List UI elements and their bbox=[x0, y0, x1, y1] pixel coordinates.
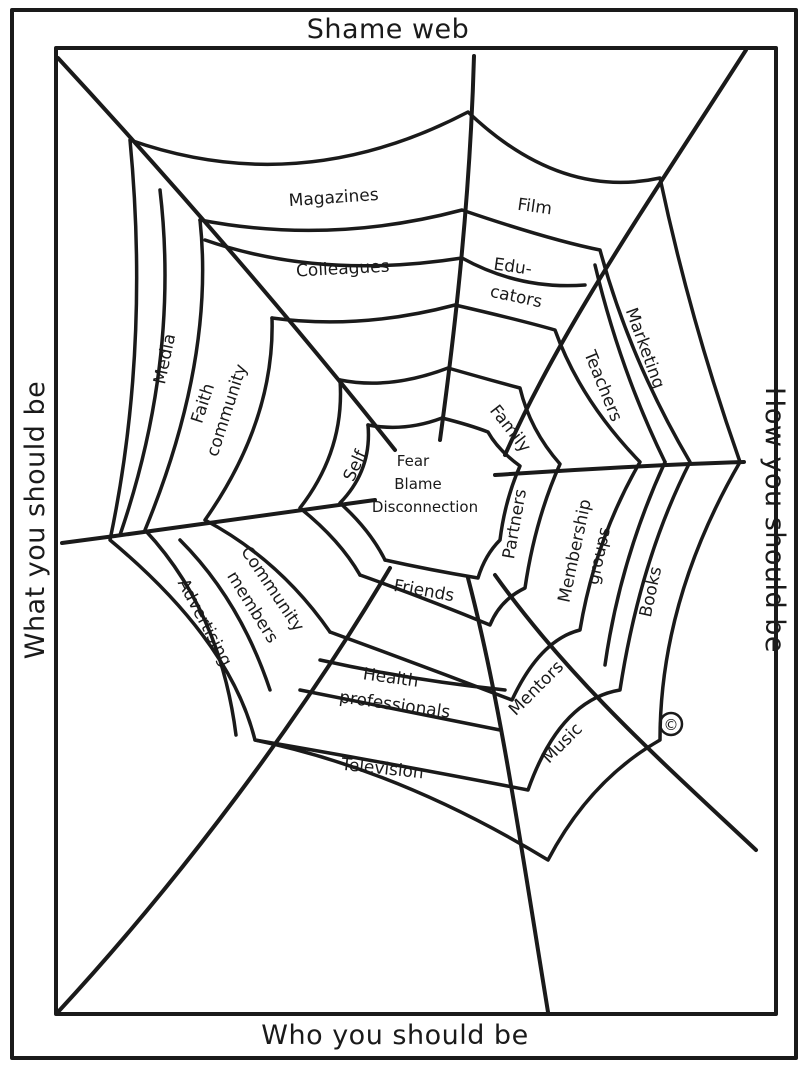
label-health-1: Health bbox=[362, 664, 420, 692]
thread-right-band-b bbox=[605, 462, 665, 665]
center-disconnection: Disconnection bbox=[372, 498, 478, 516]
left-edge-label: What you should be bbox=[20, 381, 51, 660]
center-fear: Fear bbox=[397, 452, 430, 470]
label-media: Media bbox=[150, 332, 180, 386]
spoke-top-right bbox=[505, 50, 746, 455]
label-teachers: Teachers bbox=[579, 347, 626, 425]
center-labels: Fear Blame Disconnection bbox=[372, 452, 478, 516]
label-books: Books bbox=[636, 565, 666, 619]
label-educators-2: cators bbox=[488, 282, 544, 313]
copyright-icon: © bbox=[660, 713, 682, 735]
diagram-title: Shame web bbox=[307, 14, 470, 45]
ring-5-left bbox=[340, 425, 385, 560]
web-spokes bbox=[58, 50, 756, 1012]
label-mentors: Mentors bbox=[505, 657, 568, 720]
label-health-2: professionals bbox=[338, 687, 452, 722]
label-film: Film bbox=[516, 195, 553, 220]
bottom-edge-label: Who you should be bbox=[261, 1020, 528, 1051]
label-advertising: Advertising bbox=[173, 576, 236, 670]
label-magazines: Magazines bbox=[288, 185, 379, 211]
spoke-bottom-right bbox=[495, 575, 756, 850]
spoke-bottom bbox=[468, 578, 548, 1012]
label-colleagues: Colleagues bbox=[296, 257, 391, 282]
right-edge-label: How you should be bbox=[759, 387, 790, 653]
center-blame: Blame bbox=[394, 475, 442, 493]
label-friends: Friends bbox=[392, 576, 456, 606]
copyright-glyph: © bbox=[664, 716, 679, 734]
spoke-right bbox=[495, 462, 744, 475]
label-television: Television bbox=[339, 755, 424, 784]
